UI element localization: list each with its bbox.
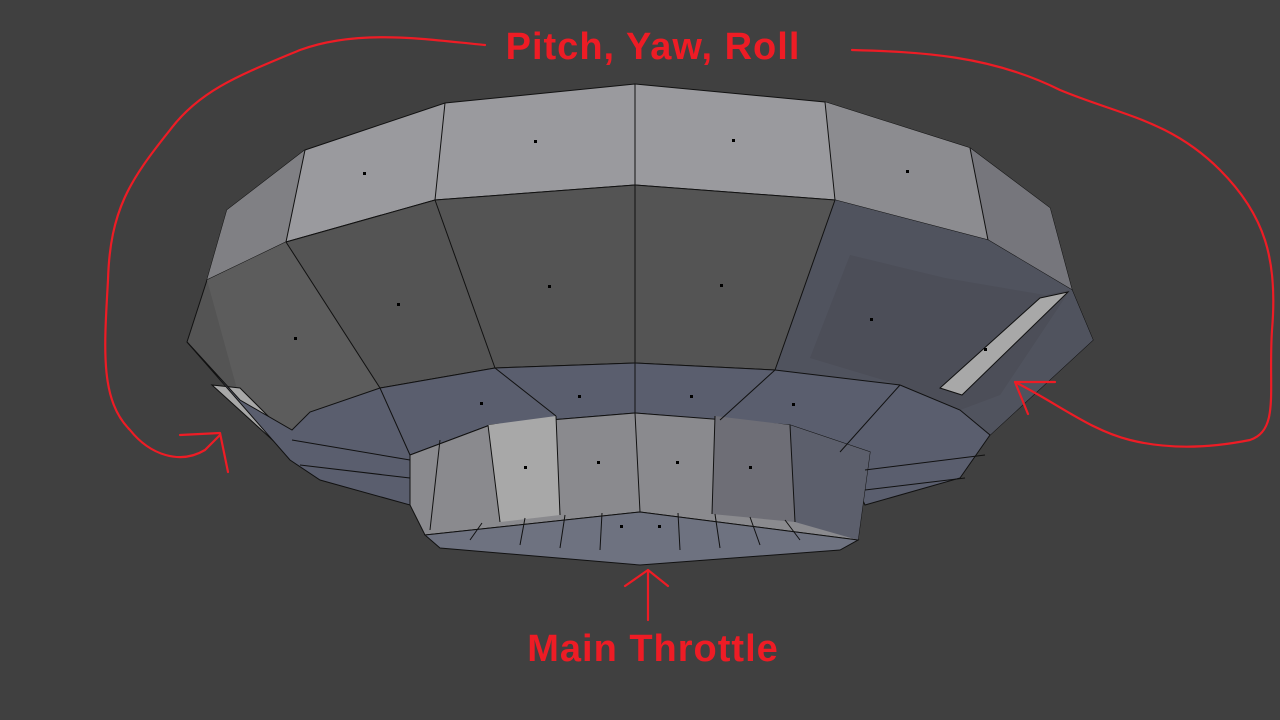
annotation-arrows bbox=[104, 36, 1275, 622]
pitch-yaw-roll-label: Pitch, Yaw, Roll bbox=[505, 26, 801, 68]
left-arrowhead bbox=[178, 431, 230, 474]
left-curve-arrow bbox=[104, 36, 487, 459]
recess-panel bbox=[810, 255, 1070, 410]
cylinder-face bbox=[790, 425, 870, 540]
main-throttle-label: Main Throttle bbox=[527, 628, 779, 670]
bowl-face bbox=[207, 242, 380, 430]
bottom-arrow bbox=[623, 568, 670, 622]
recess-light-strip bbox=[939, 291, 1070, 396]
cylinder-face bbox=[712, 416, 795, 522]
face-center-dots bbox=[294, 139, 987, 528]
top-face bbox=[970, 148, 1072, 290]
top-face bbox=[207, 150, 305, 280]
right-curve-arrow bbox=[850, 48, 1275, 448]
face-edges bbox=[285, 84, 989, 551]
right-arrowhead bbox=[1013, 380, 1057, 416]
